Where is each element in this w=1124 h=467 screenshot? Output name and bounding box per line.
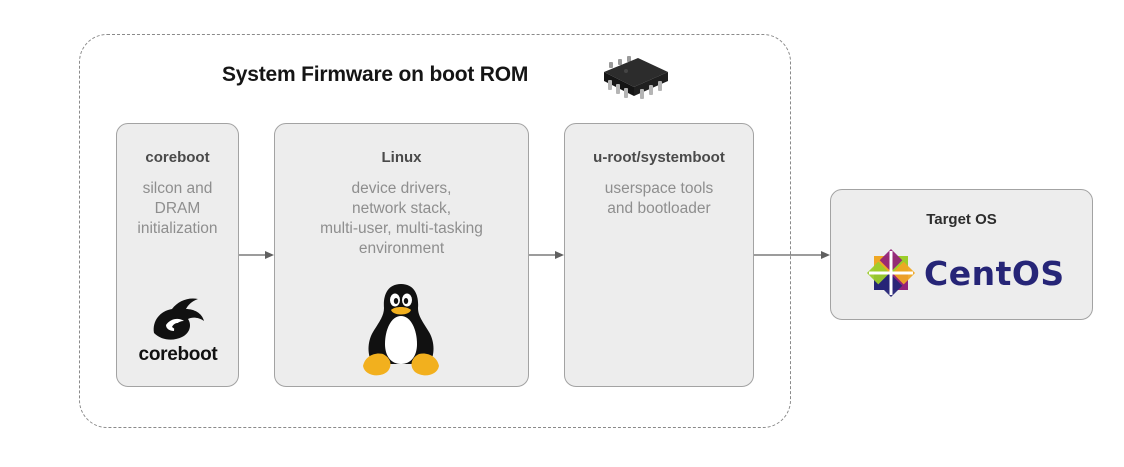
centos-logo-text: CentOS — [924, 254, 1065, 293]
coreboot-box-description: silcon and DRAM initialization — [117, 179, 238, 239]
desc-line: environment — [358, 240, 445, 257]
rom-chip-icon — [596, 50, 674, 104]
diagram-title: System Firmware on boot ROM — [222, 63, 529, 86]
desc-line: initialization — [137, 220, 218, 237]
uroot-systemboot-box: u-root/systemboot userspace tools and bo… — [564, 123, 754, 387]
desc-line: device drivers, — [351, 180, 452, 197]
centos-emblem-icon — [866, 248, 916, 298]
firmware-container — [79, 34, 791, 428]
coreboot-logo: coreboot — [130, 295, 226, 367]
coreboot-logo-text: coreboot — [138, 344, 218, 365]
desc-line: userspace tools — [604, 180, 714, 197]
uroot-box-description: userspace tools and bootloader — [565, 179, 753, 219]
arrowhead — [555, 251, 564, 259]
target-os-box: Target OS — [830, 189, 1093, 320]
desc-line: silcon and — [142, 180, 213, 197]
coreboot-box: coreboot silcon and DRAM initialization — [116, 123, 239, 387]
linux-box-title: Linux — [381, 149, 422, 166]
centos-logo: CentOS — [864, 246, 1074, 300]
tux-penguin-icon — [357, 280, 445, 380]
uroot-box-title: u-root/systemboot — [593, 149, 725, 166]
linux-box-description: device drivers, network stack, multi-use… — [275, 179, 528, 259]
arrowhead — [821, 251, 830, 259]
arrowhead — [265, 251, 274, 259]
desc-line: DRAM — [154, 200, 201, 217]
desc-line: multi-user, multi-tasking — [320, 220, 483, 237]
desc-line: network stack, — [351, 200, 452, 217]
desc-line: and bootloader — [607, 200, 711, 217]
target-os-title: Target OS — [926, 211, 997, 228]
coreboot-rabbit-icon — [153, 298, 204, 340]
coreboot-box-title: coreboot — [145, 149, 210, 166]
